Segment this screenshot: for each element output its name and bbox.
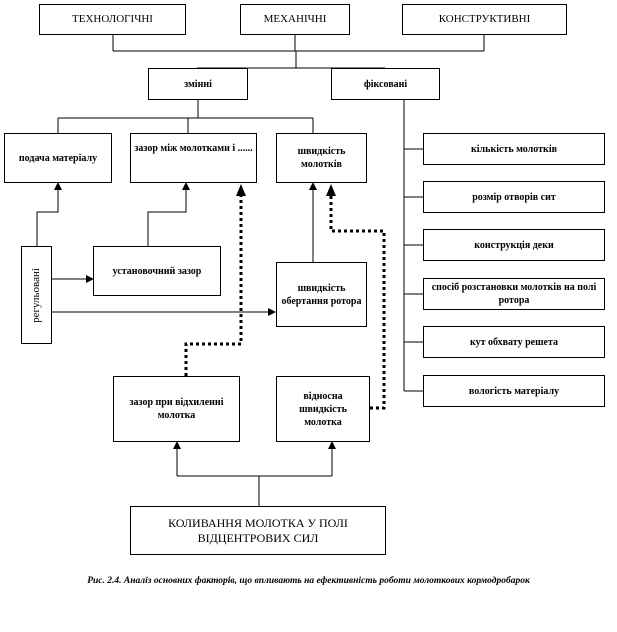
fixed-factor-box: кут обхвату решета <box>423 326 605 358</box>
deflection-gap-box: зазор при відхиленні молотка <box>113 376 240 442</box>
fixed-group-box: фіксовані <box>331 68 440 100</box>
fixed-factor-box: конструкція деки <box>423 229 605 261</box>
gap-label: зазор між молотками і ...... <box>134 143 253 154</box>
feed-box: подача матеріалу <box>4 133 112 183</box>
technological-label: ТЕХНОЛОГІЧНІ <box>72 13 153 25</box>
fixed-factor-label: спосіб розстановки молотків на полі рото… <box>431 282 597 306</box>
fixed-factor-label: розмір отворів сит <box>472 191 556 203</box>
fixed-group-label: фіксовані <box>363 78 408 90</box>
variable-group-box: змінні <box>148 68 248 100</box>
constructive-box: КОНСТРУКТИВНІ <box>402 4 567 35</box>
deflection-gap-label: зазор при відхиленні молотка <box>129 397 224 421</box>
regulated-box: регульовані <box>21 246 52 344</box>
fixed-factor-label: кут обхвату решета <box>470 336 558 348</box>
mechanical-label: МЕХАНІЧНІ <box>263 13 327 25</box>
constructive-label: КОНСТРУКТИВНІ <box>438 13 531 25</box>
speed-box: швидкість молотків <box>276 133 367 183</box>
relative-speed-label: відносна швидкість молотка <box>299 390 347 428</box>
fixed-factor-box: спосіб розстановки молотків на полі рото… <box>423 278 605 310</box>
fixed-factor-box: кількість молотків <box>423 133 605 165</box>
gap-box: зазор між молотками і ...... <box>130 133 257 183</box>
variable-group-label: змінні <box>184 78 212 90</box>
technological-box: ТЕХНОЛОГІЧНІ <box>39 4 186 35</box>
fixed-factor-box: розмір отворів сит <box>423 181 605 213</box>
oscillation-box: КОЛИВАННЯ МОЛОТКА У ПОЛІ ВІДЦЕНТРОВИХ СИ… <box>130 506 386 555</box>
fixed-factor-label: конструкція деки <box>474 239 554 251</box>
rotor-speed-box: швидкість обертання ротора <box>276 262 367 327</box>
oscillation-label: КОЛИВАННЯ МОЛОТКА У ПОЛІ ВІДЦЕНТРОВИХ СИ… <box>168 515 348 545</box>
speed-label: швидкість молотків <box>297 146 346 170</box>
fixed-factor-box: вологість матеріалу <box>423 375 605 407</box>
fixed-factor-label: кількість молотків <box>471 143 557 155</box>
relative-speed-box: відносна швидкість молотка <box>276 376 370 442</box>
regulated-label: регульовані <box>30 267 43 323</box>
fixed-factor-label: вологість матеріалу <box>468 385 560 397</box>
rotor-speed-label: швидкість обертання ротора <box>281 282 362 307</box>
mechanical-box: МЕХАНІЧНІ <box>240 4 350 35</box>
setting-gap-box: установочний зазор <box>93 246 221 296</box>
feed-label: подача матеріалу <box>18 152 98 164</box>
setting-gap-label: установочний зазор <box>112 265 202 277</box>
figure-caption: Рис. 2.4. Аналіз основних факторів, що в… <box>87 576 530 586</box>
